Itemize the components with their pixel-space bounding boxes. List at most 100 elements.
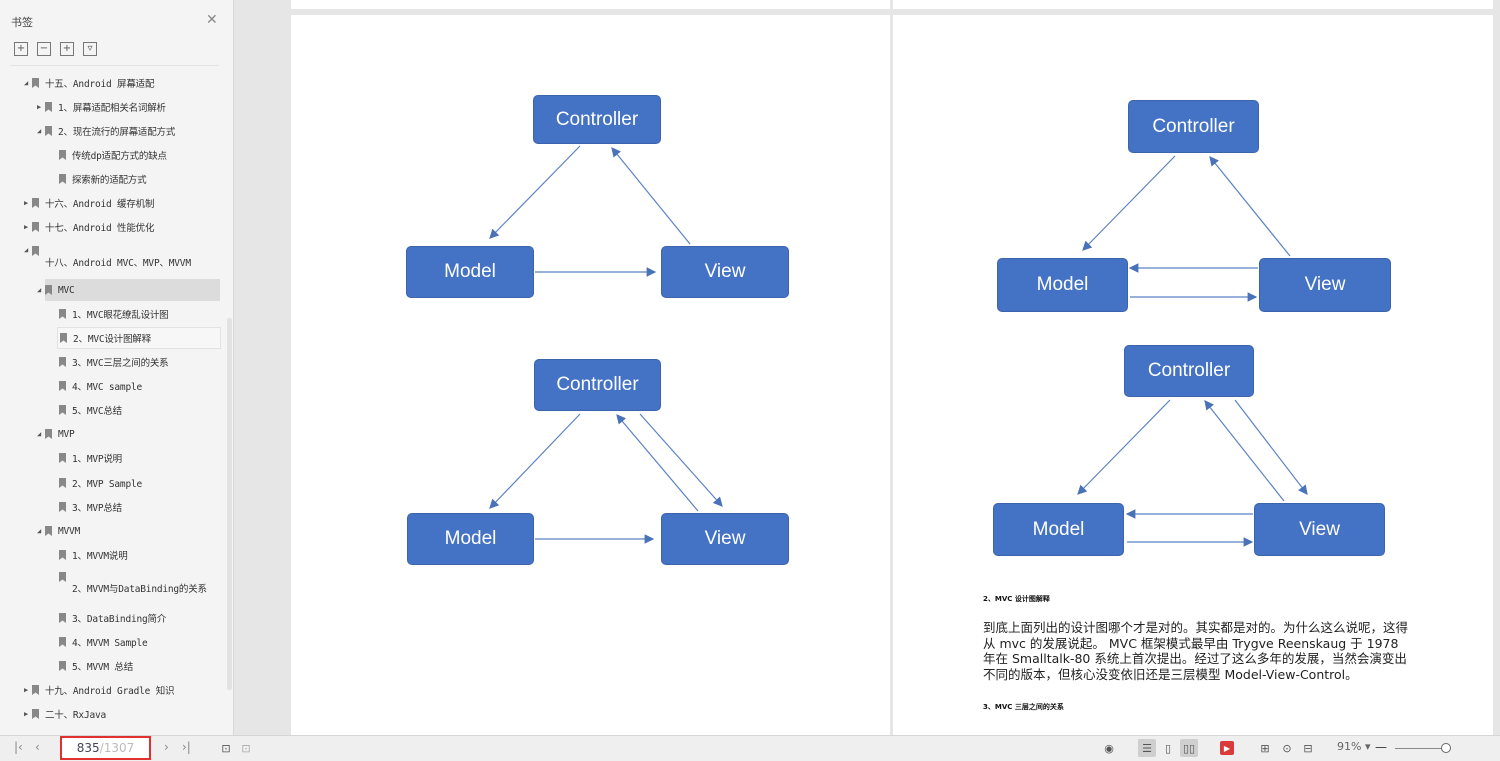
collapsed-arrow-icon[interactable]: ▶ [24, 710, 29, 718]
bookmark-label: MVC [58, 284, 75, 296]
bookmark-item[interactable]: 探索新的适配方式 [59, 168, 147, 190]
previous-page-left [291, 0, 890, 9]
bookmark-label: 1、MVP说明 [72, 454, 122, 465]
single-page-icon[interactable]: ▯ [1164, 741, 1172, 755]
bookmark-icon [45, 102, 52, 112]
bookmark-label: 二十、RxJava [45, 710, 107, 721]
bookmark-item[interactable]: ▶十六、Android 缓存机制 [24, 192, 154, 214]
bookmark-item[interactable]: ◢2、现在流行的屏幕适配方式 [37, 120, 175, 142]
bookmark-label: 十八、Android MVC、MVP、MVVM [45, 258, 191, 269]
bookmark-item[interactable]: 2、MVVM与DataBinding的关系 [59, 572, 207, 602]
bookmark-item-hovered[interactable]: 2、MVC设计图解释 [57, 327, 221, 349]
bookmark-item[interactable]: ▶ 1、屏幕适配相关名词解析 [37, 96, 166, 118]
expanded-arrow-icon[interactable]: ◢ [37, 527, 42, 535]
bookmark-item[interactable]: ◢ 十五、Android 屏幕适配 [24, 72, 154, 94]
bookmark-label: 3、DataBinding简介 [72, 614, 167, 625]
section-heading: 2、MVC 设计图解释 [983, 595, 1050, 603]
bookmark-item[interactable]: 2、MVP Sample [59, 472, 142, 494]
bookmark-label: 十五、Android 屏幕适配 [45, 79, 155, 90]
bottom-toolbar: |‹ ‹ 835/1307 › ›| ⊡ ⊡ ◉ ☰ ▯ ▯▯ ▶ ⊞ ⊙ ⊟ … [0, 735, 1500, 761]
bookmark-item[interactable]: ◢ MVVM [37, 520, 80, 542]
bookmark-icon [59, 478, 66, 488]
expand-all-icon[interactable]: + [14, 42, 28, 56]
last-page-icon[interactable]: ›| [182, 740, 191, 754]
bookmark-item[interactable]: ▶十七、Android 性能优化 [24, 216, 154, 238]
bookmark-item[interactable]: 传统dp适配方式的缺点 [59, 144, 167, 166]
controller-box: Controller [1128, 100, 1259, 153]
add-bookmark-icon[interactable]: + [60, 42, 74, 56]
collapsed-arrow-icon[interactable]: ▶ [37, 103, 42, 111]
previous-page-right [893, 0, 1493, 9]
expanded-arrow-icon[interactable]: ◢ [37, 430, 42, 438]
section-heading: 3、MVC 三层之间的关系 [983, 703, 1064, 711]
bookmark-icon [59, 502, 66, 512]
view-box: View [661, 246, 789, 298]
bookmark-icon [59, 613, 66, 623]
previous-page-icon[interactable]: ‹ [35, 740, 40, 754]
bookmark-item[interactable]: 3、MVC三层之间的关系 [59, 351, 169, 373]
expanded-arrow-icon[interactable]: ◢ [24, 79, 29, 87]
total-pages: /1307 [99, 741, 135, 755]
bookmark-item[interactable]: 1、MVC眼花缭乱设计图 [59, 303, 169, 325]
controller-box: Controller [533, 95, 661, 144]
zoom-level: 91% [1337, 740, 1362, 753]
bookmark-item[interactable]: 1、MVVM说明 [59, 544, 128, 566]
model-box: Model [997, 258, 1128, 312]
bookmark-label: 4、MVVM Sample [72, 638, 148, 649]
collapsed-arrow-icon[interactable]: ▶ [24, 223, 29, 231]
bookmark-label: 1、MVC眼花缭乱设计图 [72, 310, 169, 321]
sidebar-scrollbar[interactable] [227, 318, 232, 690]
fit-width-icon[interactable]: ⊟ [1303, 741, 1313, 755]
bookmark-icon [45, 126, 52, 136]
eye-protection-icon[interactable]: ◉ [1104, 741, 1114, 755]
zoom-slider[interactable] [1395, 748, 1450, 749]
bookmark-item[interactable]: 5、MVVM 总结 [59, 655, 133, 677]
continuous-view-icon[interactable]: ☰ [1138, 739, 1156, 757]
next-page-icon[interactable]: › [164, 740, 169, 754]
bookmark-icon [60, 333, 67, 343]
bookmark-item[interactable]: ◢ 十八、Android MVC、MVP、MVVM [24, 246, 191, 276]
bookmark-item[interactable]: 4、MVC sample [59, 375, 142, 397]
bookmark-label: 2、MVVM与DataBinding的关系 [72, 584, 207, 595]
actual-size-icon[interactable]: ⊞ [1260, 741, 1270, 755]
bookmark-label: 3、MVC三层之间的关系 [72, 358, 169, 369]
bookmark-item[interactable]: 5、MVC总结 [59, 399, 122, 421]
collapsed-arrow-icon[interactable]: ▶ [24, 686, 29, 694]
bookmark-label: 5、MVVM 总结 [72, 662, 134, 673]
panel-title: 书签 [11, 16, 33, 29]
bookmark-icon [32, 222, 39, 232]
bookmark-icon [32, 685, 39, 695]
expanded-arrow-icon[interactable]: ◢ [37, 127, 42, 135]
back-icon[interactable]: ⊡ [221, 741, 231, 755]
view-box: View [661, 513, 789, 565]
zoom-slider-handle[interactable] [1441, 743, 1451, 753]
bookmark-item[interactable]: ▶ 十九、Android Gradle 知识 [24, 679, 174, 701]
bookmark-item[interactable]: 3、MVP总结 [59, 496, 122, 518]
collapse-all-icon[interactable]: − [37, 42, 51, 56]
play-slideshow-icon[interactable]: ▶ [1220, 741, 1234, 755]
bookmark-icon[interactable]: ▿ [83, 42, 97, 56]
bookmark-item-selected[interactable]: ◢ MVC [37, 279, 220, 301]
close-icon[interactable]: ✕ [206, 12, 218, 28]
bookmark-item[interactable]: ▶ 二十、RxJava [24, 703, 106, 725]
zoom-level-dropdown[interactable]: 91% ▾ [1337, 740, 1371, 753]
bookmark-label: 1、屏幕适配相关名词解析 [58, 103, 166, 114]
zoom-out-icon[interactable]: — [1375, 740, 1387, 754]
bookmark-item[interactable]: ◢MVP [37, 423, 75, 445]
expanded-arrow-icon[interactable]: ◢ [24, 246, 29, 254]
bookmark-item[interactable]: 1、MVP说明 [59, 447, 122, 469]
bookmark-label: 探索新的适配方式 [72, 175, 147, 186]
model-box: Model [407, 513, 534, 565]
bookmark-label: 十九、Android Gradle 知识 [45, 686, 175, 697]
page-number-input[interactable]: 835/1307 [60, 736, 151, 760]
two-page-icon[interactable]: ▯▯ [1180, 739, 1198, 757]
bookmark-item[interactable]: 3、DataBinding简介 [59, 607, 166, 629]
fit-page-icon[interactable]: ⊙ [1282, 741, 1292, 755]
first-page-icon[interactable]: |‹ [14, 740, 23, 754]
collapsed-arrow-icon[interactable]: ▶ [24, 199, 29, 207]
bookmark-label: MVVM [58, 525, 81, 537]
expanded-arrow-icon[interactable]: ◢ [37, 286, 42, 294]
forward-icon[interactable]: ⊡ [241, 741, 251, 755]
bookmark-icon [32, 709, 39, 719]
bookmark-item[interactable]: 4、MVVM Sample [59, 631, 148, 653]
